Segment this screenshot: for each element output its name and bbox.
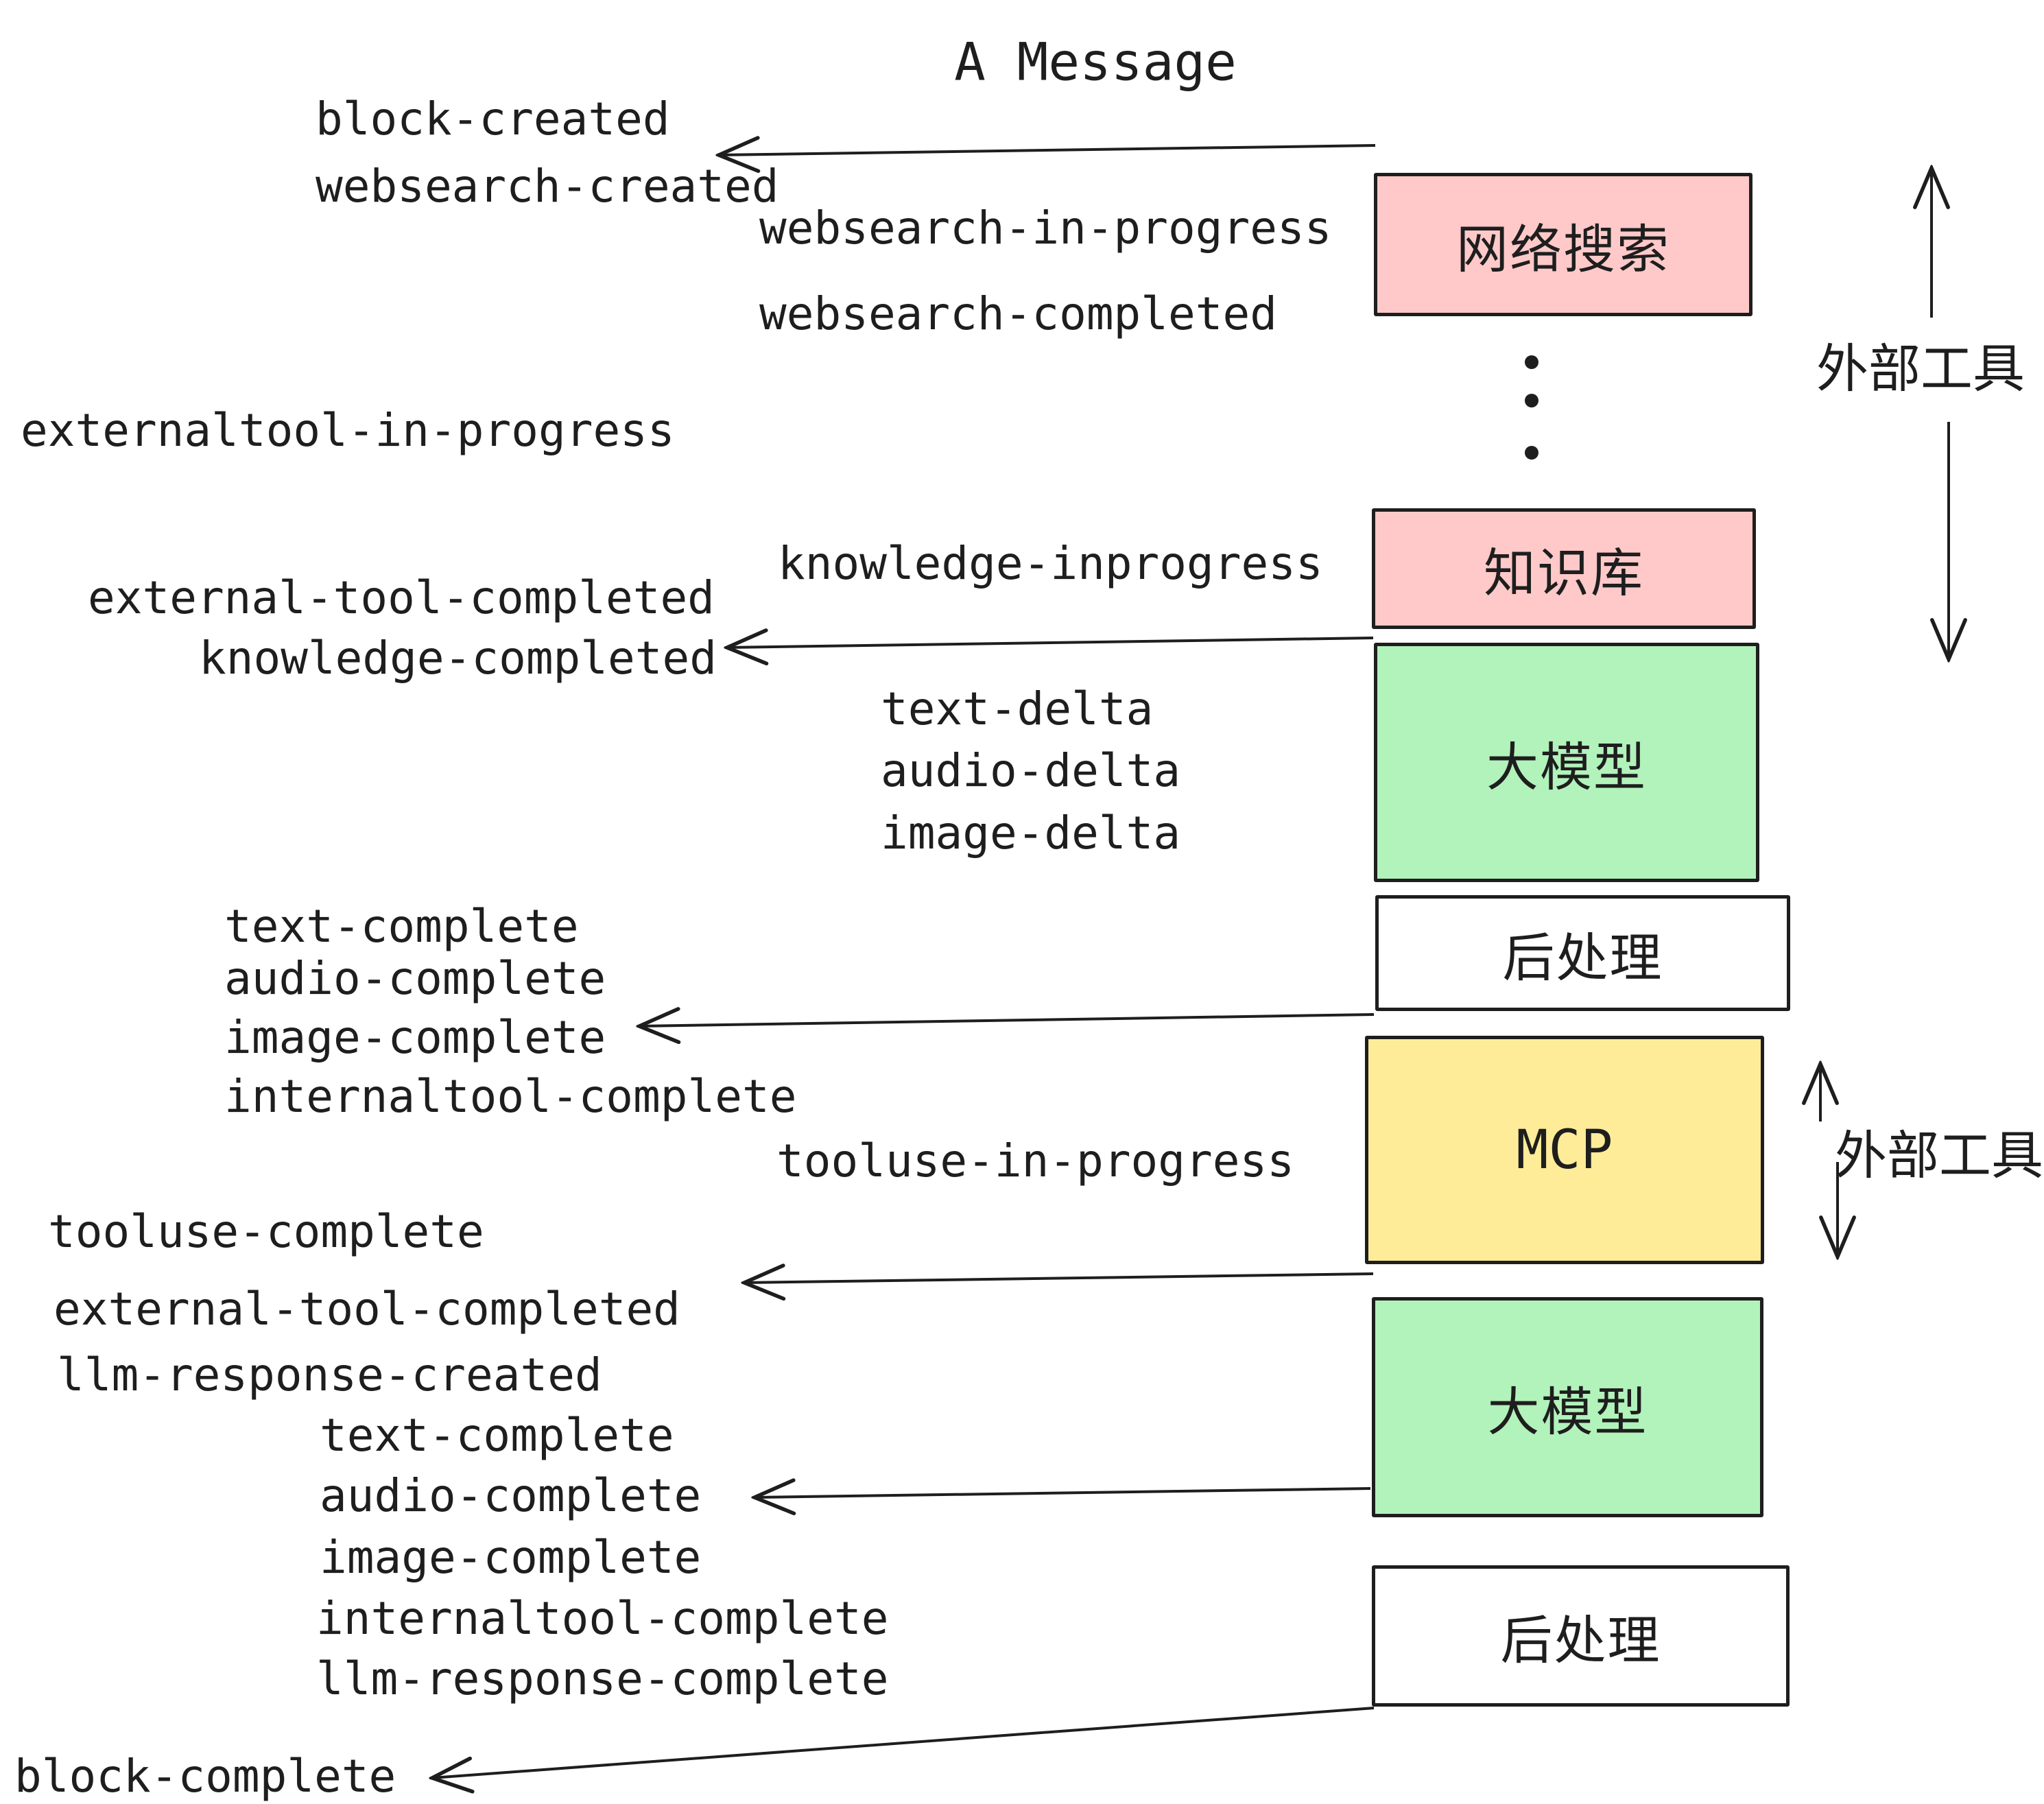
ellipsis-dot <box>1525 355 1538 369</box>
label-external-tool-completed-2: external-tool-completed <box>54 1283 680 1336</box>
label-audio-delta: audio-delta <box>881 744 1181 797</box>
label-text-complete-2: text-complete <box>320 1409 674 1462</box>
label-websearch-created: websearch-created <box>316 160 779 213</box>
ellipsis-dot <box>1525 446 1538 460</box>
box-llm-1-label: 大模型 <box>1486 736 1647 798</box>
arrow-to-knowledge-completed <box>727 638 1374 648</box>
label-internaltool-complete: internaltool-complete <box>224 1070 797 1123</box>
arrow-to-audio-complete <box>754 1488 1371 1497</box>
label-text-complete: text-complete <box>224 900 579 953</box>
arrow-to-websearch-created <box>719 145 1376 155</box>
label-block-created: block-created <box>316 93 670 145</box>
box-mcp: MCP <box>1365 1036 1764 1264</box>
label-block-complete: block-complete <box>14 1750 396 1803</box>
box-knowledge-base: 知识库 <box>1372 508 1756 629</box>
annotation-external-tools-2: 外部工具 <box>1835 1125 2043 1186</box>
label-audio-complete-2: audio-complete <box>320 1469 702 1522</box>
vertical-ellipsis <box>1525 355 1538 460</box>
label-image-complete: image-complete <box>224 1011 606 1064</box>
label-knowledge-completed: knowledge-completed <box>199 632 717 685</box>
arrow-to-image-complete <box>639 1014 1375 1026</box>
box-knowledge-base-label: 知识库 <box>1484 543 1644 604</box>
label-tooluse-in-progress: tooluse-in-progress <box>776 1135 1294 1187</box>
label-audio-complete: audio-complete <box>224 952 606 1005</box>
label-text-delta: text-delta <box>881 683 1154 735</box>
box-llm-2-label: 大模型 <box>1487 1381 1648 1443</box>
label-llm-response-complete: llm-response-complete <box>316 1652 889 1705</box>
arrow-to-block-complete <box>432 1707 1375 1778</box>
label-tooluse-complete: tooluse-complete <box>48 1205 484 1258</box>
label-websearch-in-progress: websearch-in-progress <box>759 202 1332 254</box>
box-postprocess-1: 后处理 <box>1375 895 1790 1011</box>
ellipsis-dot <box>1525 394 1538 407</box>
page-title: A Message <box>954 31 1237 93</box>
box-web-search-label: 网络搜索 <box>1456 218 1670 280</box>
label-externaltool-in-progress: externaltool-in-progress <box>21 404 675 457</box>
box-postprocess-2-label: 后处理 <box>1500 1610 1661 1671</box>
box-llm-2: 大模型 <box>1372 1297 1763 1517</box>
box-web-search: 网络搜索 <box>1374 173 1752 316</box>
label-llm-response-created: llm-response-created <box>57 1349 602 1401</box>
label-knowledge-inprogress: knowledge-inprogress <box>778 537 1323 590</box>
arrow-to-tooluse-complete <box>744 1274 1374 1283</box>
box-postprocess-1-label: 后处理 <box>1502 927 1663 988</box>
label-external-tool-completed: external-tool-completed <box>88 571 715 624</box>
label-websearch-completed: websearch-completed <box>759 287 1277 340</box>
label-image-delta: image-delta <box>881 807 1181 859</box>
box-postprocess-2: 后处理 <box>1372 1565 1790 1707</box>
annotation-external-tools-1: 外部工具 <box>1816 338 2025 399</box>
box-llm-1: 大模型 <box>1374 643 1759 882</box>
label-internaltool-complete-2: internaltool-complete <box>316 1592 889 1645</box>
label-image-complete-2: image-complete <box>320 1531 702 1584</box>
box-mcp-label: MCP <box>1516 1119 1613 1181</box>
